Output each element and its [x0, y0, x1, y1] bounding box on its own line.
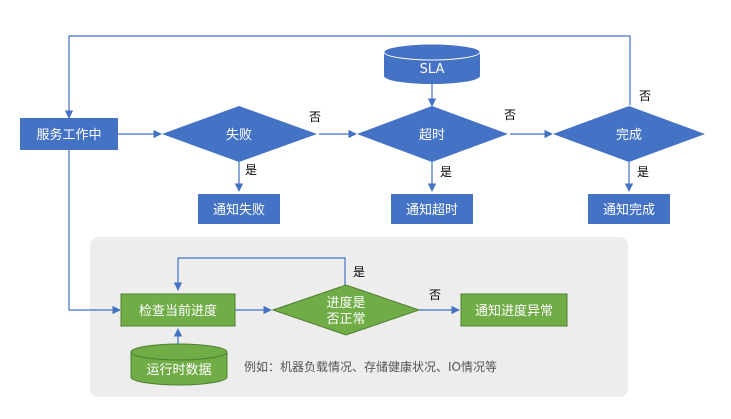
- node-notify-done-label: 通知完成: [603, 202, 655, 218]
- node-done-decision: [553, 106, 705, 162]
- node-in-service: [20, 118, 118, 150]
- node-fail-decision-label: 失败: [226, 128, 252, 143]
- node-runtime-data-label: 运行时数据: [146, 363, 211, 378]
- node-timeout-decision: [357, 106, 508, 162]
- label-timeout-yes: 是: [440, 165, 452, 179]
- edge-service-to-check: [68, 150, 121, 315]
- node-check-progress-label: 检查当前进度: [139, 303, 217, 319]
- node-progress-ok-label-line1: 进度是: [326, 295, 365, 311]
- label-fail-yes: 是: [245, 163, 257, 177]
- label-done-no: 否: [639, 89, 651, 103]
- node-timeout-decision-label: 超时: [419, 128, 445, 143]
- node-notify-timeout: [391, 194, 473, 224]
- node-runtime-data-cylinder: [130, 343, 228, 386]
- node-notify-progress-abnormal: [460, 293, 568, 327]
- node-fail-decision: [162, 106, 317, 162]
- node-sla-cylinder: [383, 43, 481, 84]
- node-done-decision-label: 完成: [616, 128, 642, 143]
- label-done-yes: 是: [637, 165, 649, 179]
- edge-done-no-loop: [64, 35, 631, 119]
- node-notify-done: [588, 194, 670, 224]
- example-note: 例如：机器负载情况、存储健康状况、IO情况等: [244, 359, 497, 374]
- node-notify-fail-label: 通知失败: [213, 202, 265, 218]
- node-progress-ok-label-line2: 否正常: [326, 312, 365, 327]
- node-notify-fail: [198, 194, 280, 224]
- node-notify-timeout-label: 通知超时: [406, 202, 458, 218]
- label-progress-yes: 是: [353, 265, 365, 279]
- node-in-service-label: 服务工作中: [36, 127, 101, 143]
- edge-decision-yes-loop: [173, 257, 346, 291]
- node-notify-progress-abnormal-label: 通知进度异常: [475, 303, 553, 319]
- label-progress-no: 否: [429, 288, 441, 302]
- label-fail-no: 否: [309, 110, 321, 124]
- node-progress-ok-decision: [271, 284, 421, 336]
- node-sla-label: SLA: [420, 62, 445, 77]
- node-check-progress: [120, 293, 236, 327]
- label-timeout-no: 否: [504, 108, 516, 122]
